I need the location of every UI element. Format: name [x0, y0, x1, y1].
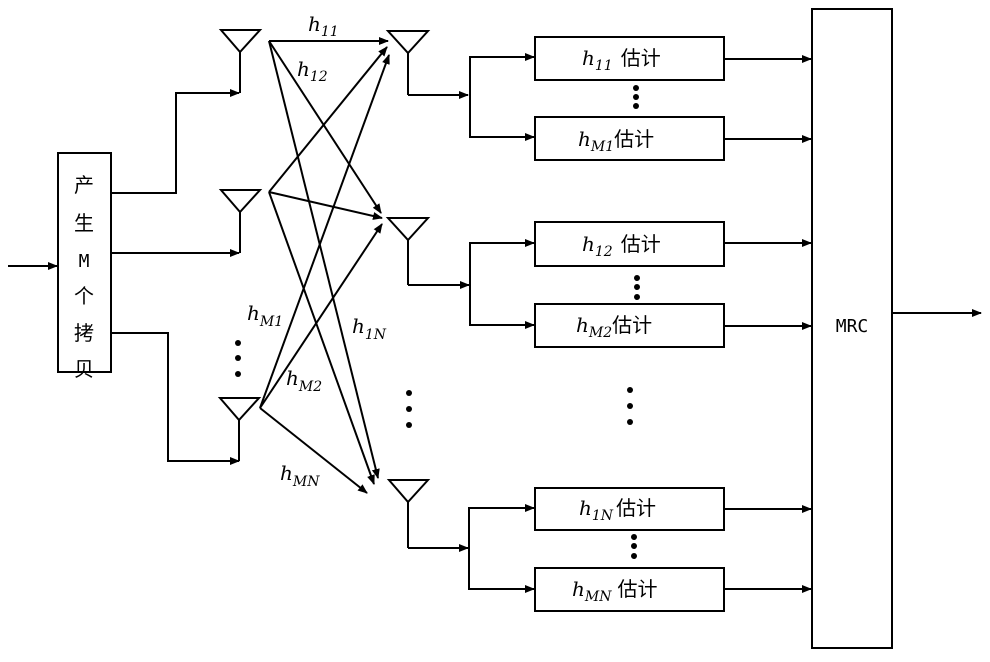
estimator-outputs	[724, 55, 812, 593]
mrc-combiner: MRC	[811, 8, 893, 649]
feed-line-m	[111, 332, 240, 465]
label-hMN: hMN	[280, 461, 320, 490]
copy-char: M	[79, 251, 90, 272]
branch-lines	[468, 53, 535, 593]
copy-block: 产 生 M 个 拷 贝	[57, 152, 112, 381]
copy-char: 个	[74, 284, 94, 308]
estimator-box: hM1估计	[534, 116, 725, 161]
tx-antenna-1	[218, 29, 263, 93]
tx-ellipsis-icon	[235, 340, 241, 377]
rx-ellipsis-icon	[406, 390, 412, 428]
label-h11: h11	[308, 12, 339, 40]
label-h1N: h1N	[352, 314, 387, 343]
estimator-ellipsis-icon	[627, 85, 640, 559]
copy-char: 生	[74, 211, 94, 235]
mrc-label: MRC	[836, 316, 869, 337]
tx-antenna-2	[218, 189, 263, 253]
copy-char: 拷	[74, 321, 94, 345]
svg-text:hM1估计: hM1估计	[578, 127, 654, 155]
copy-char: 贝	[74, 357, 94, 381]
label-hM1: hM1	[247, 301, 283, 330]
label-hM2: hM2	[286, 366, 322, 395]
channel-paths	[259, 37, 390, 494]
estimator-box: hM2估计	[534, 303, 725, 348]
label-h12: h12	[297, 57, 328, 85]
feed-line-1	[111, 89, 240, 194]
rx-antenna-1	[385, 30, 469, 99]
rx-antenna-n	[386, 479, 469, 552]
copy-char: 产	[74, 173, 94, 197]
svg-text:hM2估计: hM2估计	[576, 313, 652, 341]
rx-antenna-2	[385, 217, 470, 289]
tx-antenna-m	[217, 397, 262, 461]
